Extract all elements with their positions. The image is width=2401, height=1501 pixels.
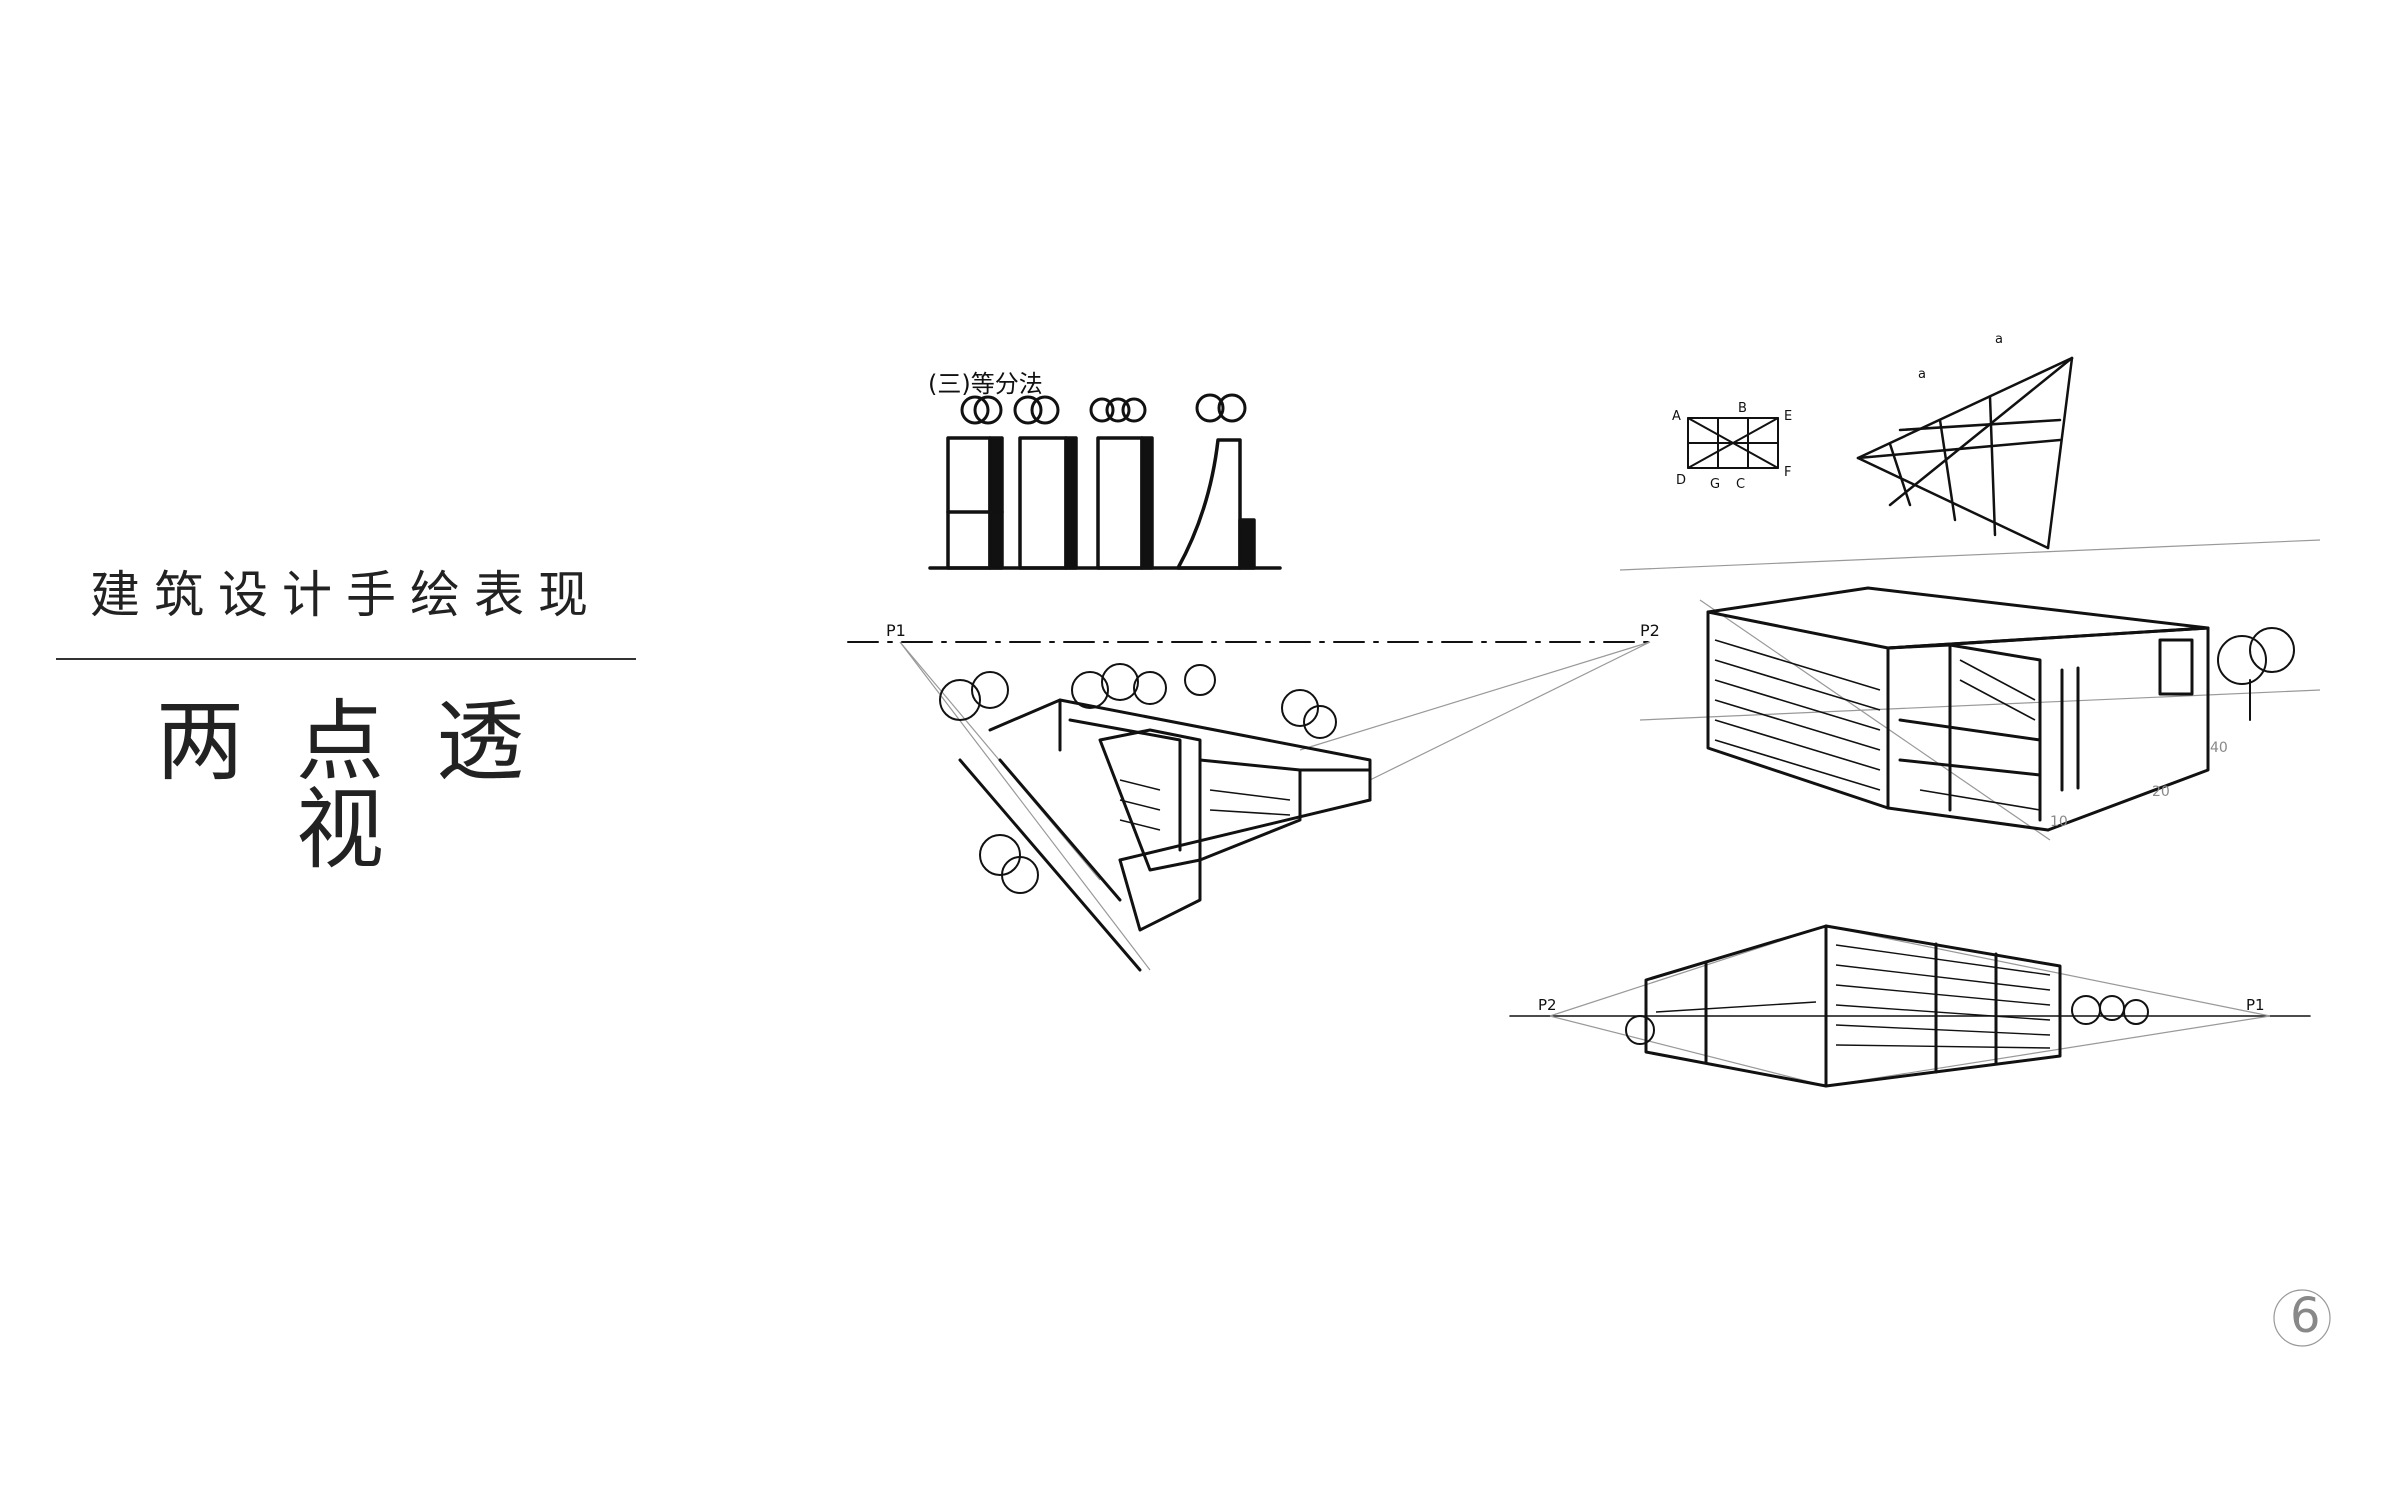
grid-label-b: B [1738, 401, 1747, 416]
grid-label-a: A [1672, 409, 1681, 424]
grid-label-d: D [1676, 473, 1686, 488]
grid-label-e: E [1784, 409, 1792, 424]
header-divider [56, 658, 636, 660]
division-method-label: (三)等分法 [928, 370, 1043, 398]
slide-title: 两点透视 [155, 690, 576, 881]
division-method-sketch: (三)等分法 [928, 370, 1282, 570]
dim-note-20: 20 [2152, 784, 2170, 800]
dim-note-40: 40 [2210, 740, 2228, 756]
scale-label-a1: a [1918, 367, 1926, 382]
scale-label-a2: a [1995, 332, 2003, 347]
grid-construction-sketch: A B E D G C F a a [1672, 332, 2074, 550]
grid-label-c: C [1736, 477, 1745, 492]
shaded-building-sketch: 40 20 10 [1619, 539, 2321, 841]
vp2-label: P2 [1538, 996, 1557, 1014]
slide-header: 建筑设计手绘表现 两点透视 [56, 570, 636, 874]
aerial-perspective-sketch: P1 P2 [847, 621, 1660, 972]
page-mark: 6 [2273, 1288, 2331, 1347]
elevation-perspective-sketch: P2 P1 [1509, 924, 2311, 1088]
vp1-label: P1 [2246, 996, 2265, 1014]
grid-label-g: G [1710, 477, 1720, 492]
elevation-hatch [1655, 944, 2051, 1049]
slide-subtitle: 建筑设计手绘表现 [90, 566, 602, 624]
vp-left-label: P1 [886, 621, 906, 640]
grid-label-f: F [1784, 465, 1791, 480]
dim-note-10: 10 [2050, 814, 2068, 830]
page-mark-number: 6 [2290, 1288, 2321, 1344]
vp-right-label: P2 [1640, 621, 1660, 640]
shading-hatch [1714, 639, 2041, 811]
